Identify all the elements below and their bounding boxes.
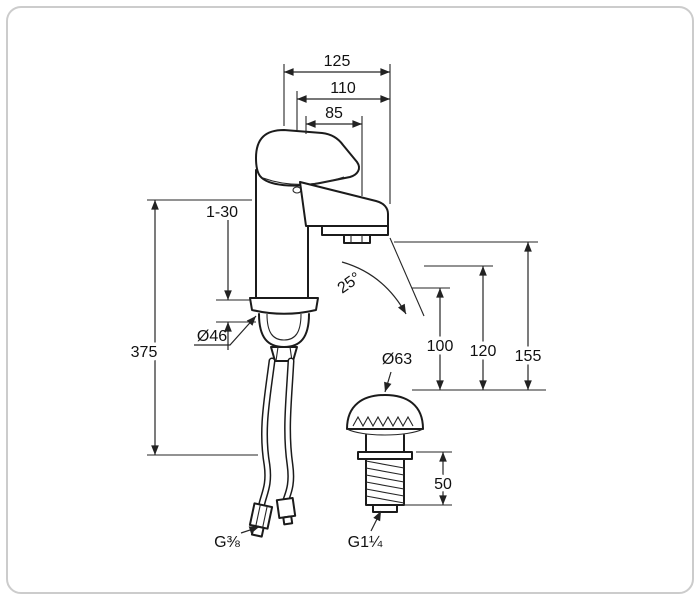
dim-125: 125 xyxy=(283,53,391,204)
drain-valve-cap xyxy=(346,394,424,436)
dim-label-g38: G⅜ xyxy=(214,534,240,551)
faucet-spout xyxy=(299,181,389,236)
hose-fitting-right xyxy=(275,496,297,526)
dim-dia63: Ø63 xyxy=(382,351,412,393)
dim-85: 85 xyxy=(305,105,363,196)
dim-label-g114: G1¼ xyxy=(348,534,383,551)
drawing-border xyxy=(6,6,694,594)
dim-label-50: 50 xyxy=(434,476,452,493)
dim-label-dia46: Ø46 xyxy=(197,328,227,345)
dim-155: 155 xyxy=(394,241,546,391)
faucet-aerator xyxy=(343,234,371,244)
label-drain-thread-g114: G1¼ xyxy=(348,510,383,551)
dim-label-85: 85 xyxy=(325,105,343,122)
supply-hoses xyxy=(257,357,295,512)
dim-label-100: 100 xyxy=(427,338,454,355)
dim-label-110: 110 xyxy=(330,80,356,97)
dim-dia46: Ø46 xyxy=(194,315,257,346)
dim-110: 110 xyxy=(296,80,390,130)
dim-label-clamp: 1-30 xyxy=(206,204,238,221)
faucet-base xyxy=(249,297,319,315)
dim-label-dia63: Ø63 xyxy=(382,351,412,368)
drain-thread-hatch xyxy=(365,460,405,504)
dim-50: 50 xyxy=(400,451,456,506)
dim-label-120: 120 xyxy=(470,343,497,360)
dim-375: 375 xyxy=(127,199,258,456)
dim-label-375: 375 xyxy=(131,344,158,361)
dim-100: 100 xyxy=(412,287,457,390)
drain-valve-body xyxy=(357,434,413,513)
dim-label-155: 155 xyxy=(515,348,542,365)
label-supply-thread-g38: G⅜ xyxy=(214,526,260,551)
dim-label-125: 125 xyxy=(324,53,351,70)
dim-120: 120 xyxy=(424,265,500,390)
drain-slot-zigzag xyxy=(352,415,414,428)
